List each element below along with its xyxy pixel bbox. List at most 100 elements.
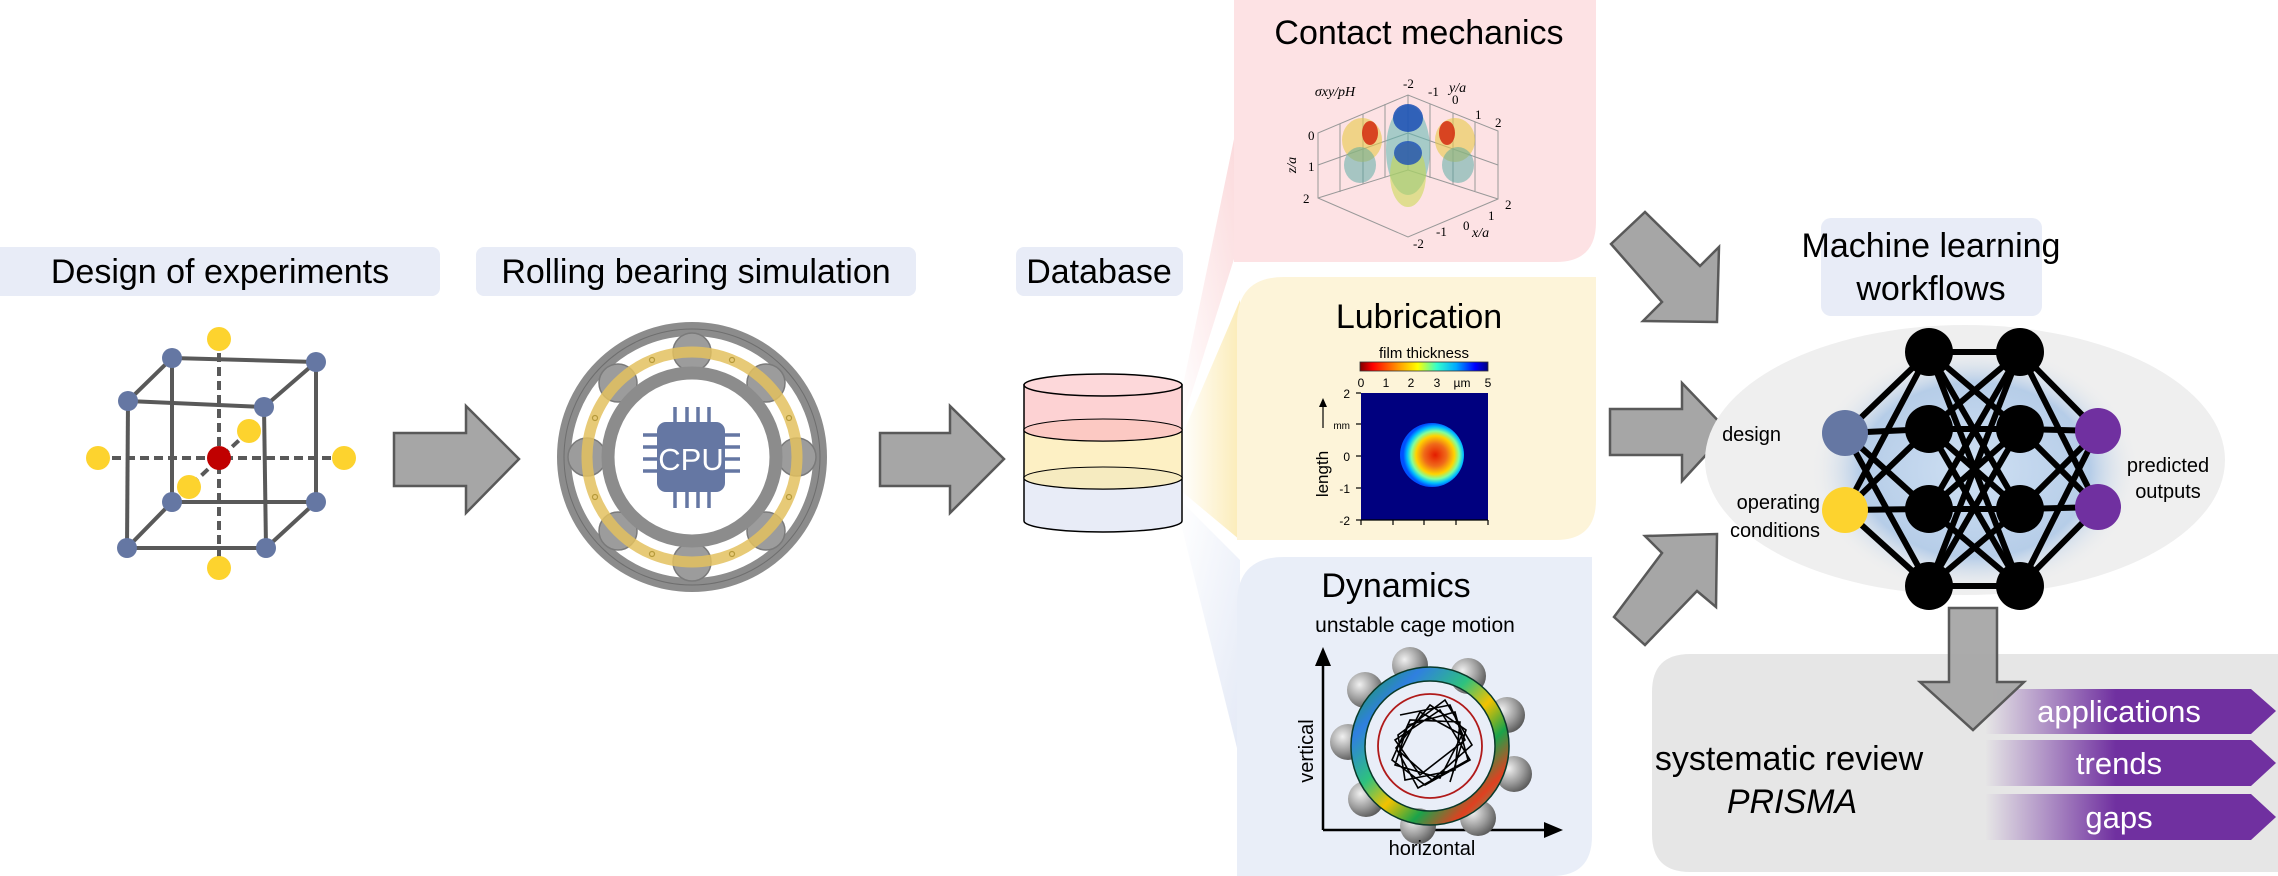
nn-hidden-node — [1905, 328, 1953, 376]
nn-connection — [1926, 350, 2023, 588]
cube-edge — [126, 356, 174, 403]
flow-arrow-right — [1608, 379, 1730, 485]
nn-connection — [1926, 350, 2023, 511]
review-method: PRISMA — [1727, 783, 1857, 821]
film-thickness-plot: film thickness 0 1 2 3 µm 5 2 mm 0 -1 -2… — [1313, 345, 1492, 528]
cube-edge — [171, 356, 317, 364]
colorbar-tick: 2 — [1408, 376, 1415, 390]
y-tick: -1 — [1339, 482, 1350, 496]
x-tick: -2 — [1413, 236, 1424, 251]
nn-output-node — [2075, 484, 2121, 530]
database-fanout-beams — [1180, 110, 1240, 760]
y-tick: 0 — [1343, 450, 1350, 464]
review-section: systematic review PRISMA applications tr… — [1652, 606, 2278, 872]
dynamics-panel: Dynamics unstable cage motion horizontal… — [1237, 557, 1592, 876]
factorial-point — [306, 352, 326, 372]
input-label-design: design — [1722, 424, 1781, 446]
y-axis-label: y/a — [1447, 81, 1466, 96]
cage-orbit-trajectory — [1391, 698, 1474, 790]
y-unit: mm — [1333, 421, 1350, 432]
factorial-point — [117, 538, 137, 558]
colorbar-title: film thickness — [1379, 345, 1469, 362]
ml-title-bg — [1821, 218, 2042, 316]
cube-edge — [125, 400, 130, 549]
x-axis-arrow-icon — [1544, 822, 1563, 838]
nn-hidden-node — [1996, 328, 2044, 376]
y-tick: 2 — [1343, 387, 1350, 401]
outcome-label: trends — [2076, 746, 2162, 781]
y-tick: 2 — [1495, 115, 1502, 130]
nn-connection — [1842, 350, 1932, 512]
nn-hidden-node — [1996, 485, 2044, 533]
stress-3d-plot: σxy/pH z/a 0 1 2 -2 -1 0 1 2 y/a 2 1 0 -… — [1285, 76, 1512, 251]
lubrication-panel: Lubrication film thickness 0 1 2 3 µm 5 … — [1237, 277, 1596, 540]
database-title-bg — [1016, 247, 1183, 296]
bearing-icon: CPU — [557, 322, 827, 592]
nn-connection — [2017, 429, 2101, 588]
y-tick: 1 — [1475, 107, 1482, 122]
cage-motion-plot: horizontal vertical — [1296, 647, 1563, 860]
doe-title-bg — [0, 247, 440, 296]
y-axis-label: vertical — [1296, 719, 1318, 782]
bearing-cage — [581, 346, 803, 568]
y-axis-label: length — [1313, 451, 1332, 497]
dynamics-panel-bg — [1237, 557, 1592, 876]
z-tick: 0 — [1308, 128, 1315, 143]
axial-point — [332, 446, 356, 470]
x-tick: 2 — [1505, 197, 1512, 212]
beam-dynamics — [1180, 500, 1240, 760]
output-label-outputs: outputs — [2135, 481, 2201, 503]
cage-ring — [1351, 667, 1509, 825]
nn-connection — [1926, 427, 2023, 588]
input-label-conditions: conditions — [1730, 520, 1820, 542]
colorbar-tick: µm — [1454, 376, 1471, 390]
doe-title: Design of experiments — [51, 253, 389, 291]
output-label-predicted: predicted — [2127, 455, 2209, 477]
dynamics-subtitle: unstable cage motion — [1315, 614, 1515, 637]
y-tick: -2 — [1403, 76, 1414, 91]
axial-point — [86, 446, 110, 470]
axial-point — [207, 327, 231, 351]
nn-input-node-design — [1822, 410, 1868, 456]
colorbar-tick: 1 — [1383, 376, 1390, 390]
contact-title: Contact mechanics — [1274, 14, 1563, 52]
ml-title-line1: Machine learning — [1802, 227, 2061, 265]
outcome-label: applications — [2037, 694, 2201, 729]
cpu-icon — [643, 407, 740, 508]
y-tick: -1 — [1428, 84, 1439, 99]
beam-lubrication — [1180, 300, 1240, 540]
cpu-label: CPU — [658, 442, 723, 477]
factorial-point — [306, 492, 326, 512]
nn-input-node-operating — [1822, 487, 1868, 533]
nn-hidden-node — [1996, 405, 2044, 453]
factorial-point — [162, 348, 182, 368]
factorial-point — [256, 538, 276, 558]
stress-quantity-label: σxy/pH — [1315, 85, 1356, 100]
x-axis-label: horizontal — [1389, 838, 1476, 860]
factorial-point — [118, 391, 138, 411]
factorial-point — [162, 492, 182, 512]
colorbar-tick: 0 — [1358, 376, 1365, 390]
flow-arrow-diagonal-up — [1612, 532, 1719, 647]
z-tick: 1 — [1308, 159, 1315, 174]
simulation-section: Rolling bearing simulation — [476, 247, 916, 592]
flow-arrow-right — [392, 402, 521, 517]
outcome-tags: applications trends gaps — [1985, 689, 2276, 840]
doe-section: Design of experiments — [0, 247, 440, 580]
colorbar — [1359, 361, 1489, 372]
neural-network-nodes — [1822, 328, 2121, 610]
simulation-title-bg — [476, 247, 916, 296]
y-tick: 0 — [1452, 92, 1459, 107]
up-arrow-icon — [1319, 398, 1327, 407]
cube-edge — [264, 500, 318, 550]
beam-contact — [1180, 110, 1240, 430]
flow-arrow-down — [1916, 606, 2028, 732]
input-label-operating: operating — [1737, 492, 1820, 514]
contact-mechanics-panel: Contact mechanics σxy/pH z/a 0 1 — [1234, 0, 1596, 262]
y-axis-arrow-icon — [1315, 647, 1331, 666]
nn-hidden-node — [1905, 562, 1953, 610]
x-tick: 0 — [1463, 218, 1470, 233]
x-axis-label: x/a — [1471, 226, 1489, 241]
ml-title-line2: workflows — [1855, 270, 2005, 308]
nn-hidden-node — [1905, 405, 1953, 453]
